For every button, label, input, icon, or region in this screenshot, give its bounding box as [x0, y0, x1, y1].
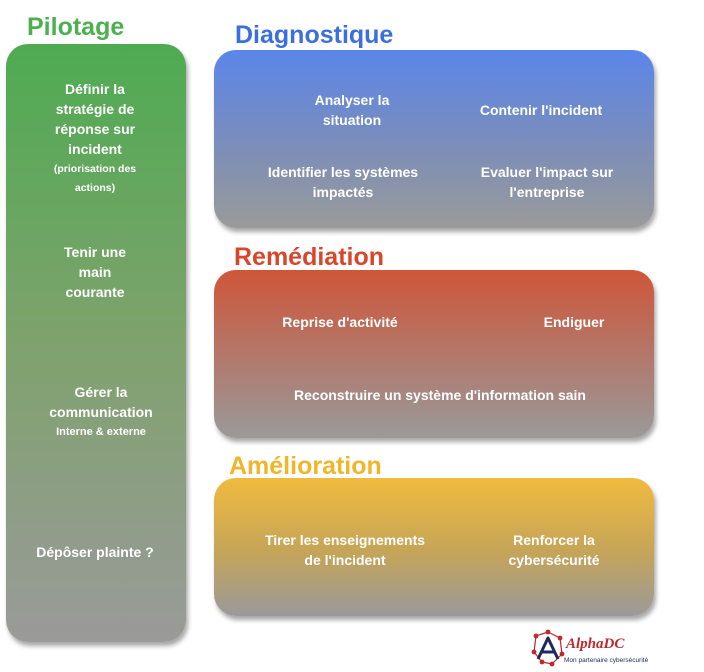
remediation-item-endiguer: Endiguer: [544, 312, 605, 332]
diagnostique-title: Diagnostique: [235, 21, 394, 49]
alphadc-logo: AlphaDC Mon partenaire cybersécurité: [528, 626, 678, 670]
diagnostique-item-evaluer: Evaluer l'impact sur l'entreprise: [481, 162, 614, 202]
pilotage-item-main-courante-line1: Tenir une: [64, 244, 126, 260]
remediation-panel: Reprise d'activité Endiguer Reconstruire…: [214, 270, 654, 438]
amelioration-item-renforcer-line1: Renforcer la: [513, 532, 595, 548]
pilotage-item-plainte: Dépôser plainte ?: [36, 542, 153, 562]
amelioration-title: Amélioration: [229, 452, 382, 480]
amelioration-item-enseignements-line2: de l'incident: [304, 552, 386, 568]
diagnostique-item-evaluer-line1: Evaluer l'impact sur: [480, 164, 614, 180]
amelioration-item-renforcer: Renforcer la cybersécurité: [508, 530, 599, 570]
remediation-title: Remédiation: [234, 243, 385, 271]
alpha-network-logo-icon: [531, 629, 565, 667]
diagnostique-item-contenir: Contenir l'incident: [480, 100, 602, 120]
pilotage-item-communication-line2: communication: [49, 404, 153, 420]
pilotage-item-main-courante-line3: courante: [65, 284, 125, 300]
remediation-item-reconstruire-line1: Reconstruire un système d'information sa…: [294, 387, 586, 403]
diagnostique-item-identifier: Identifier les systèmes impactés: [268, 162, 418, 202]
diagnostique-item-identifier-line2: impactés: [312, 184, 374, 200]
pilotage-item-main-courante-line2: main: [78, 264, 112, 280]
diagnostique-item-identifier-line1: Identifier les systèmes: [267, 164, 419, 180]
diagnostique-item-analyser-line1: Analyser la: [314, 92, 390, 108]
pilotage-item-strategy-note1: (priorisation des: [53, 163, 137, 175]
diagnostique-item-analyser: Analyser la situation: [315, 90, 390, 130]
pilotage-item-strategy-line3: réponse sur: [54, 121, 136, 137]
pilotage-item-strategy-line1: Définir la: [65, 81, 125, 97]
pilotage-item-main-courante: Tenir une main courante: [64, 242, 126, 302]
remediation-item-reprise: Reprise d'activité: [282, 312, 397, 332]
remediation-item-reprise-line1: Reprise d'activité: [282, 314, 398, 330]
diagnostique-item-evaluer-line2: l'entreprise: [509, 184, 585, 200]
pilotage-item-plainte-line1: Dépôser plainte ?: [36, 544, 154, 560]
pilotage-item-communication-line1: Gérer la: [74, 384, 128, 400]
diagnostique-item-analyser-line2: situation: [322, 112, 382, 128]
logo-tagline: Mon partenaire cybersécurité: [564, 657, 649, 664]
pilotage-item-communication-sub: Interne & externe: [56, 426, 146, 438]
pilotage-item-strategy-note2: actions): [74, 182, 116, 194]
remediation-item-endiguer-line1: Endiguer: [543, 314, 605, 330]
pilotage-title: Pilotage: [27, 13, 125, 41]
pilotage-panel: Définir la stratégie de réponse sur inci…: [6, 44, 186, 642]
diagnostique-item-contenir-line1: Contenir l'incident: [479, 102, 603, 118]
amelioration-item-renforcer-line2: cybersécurité: [508, 552, 600, 568]
pilotage-item-strategy: Définir la stratégie de réponse sur inci…: [54, 79, 136, 197]
remediation-item-reconstruire: Reconstruire un système d'information sa…: [294, 385, 586, 405]
logo-name: AlphaDC: [566, 636, 625, 652]
amelioration-item-enseignements: Tirer les enseignements de l'incident: [265, 530, 425, 570]
amelioration-panel: Tirer les enseignements de l'incident Re…: [214, 478, 654, 616]
pilotage-item-communication: Gérer la communication Interne & externe: [49, 382, 152, 442]
pilotage-item-strategy-line4: incident: [68, 141, 122, 157]
pilotage-item-strategy-line2: stratégie de: [55, 101, 135, 117]
amelioration-item-enseignements-line1: Tirer les enseignements: [264, 532, 426, 548]
diagnostique-panel: Analyser la situation Contenir l'inciden…: [214, 50, 654, 228]
